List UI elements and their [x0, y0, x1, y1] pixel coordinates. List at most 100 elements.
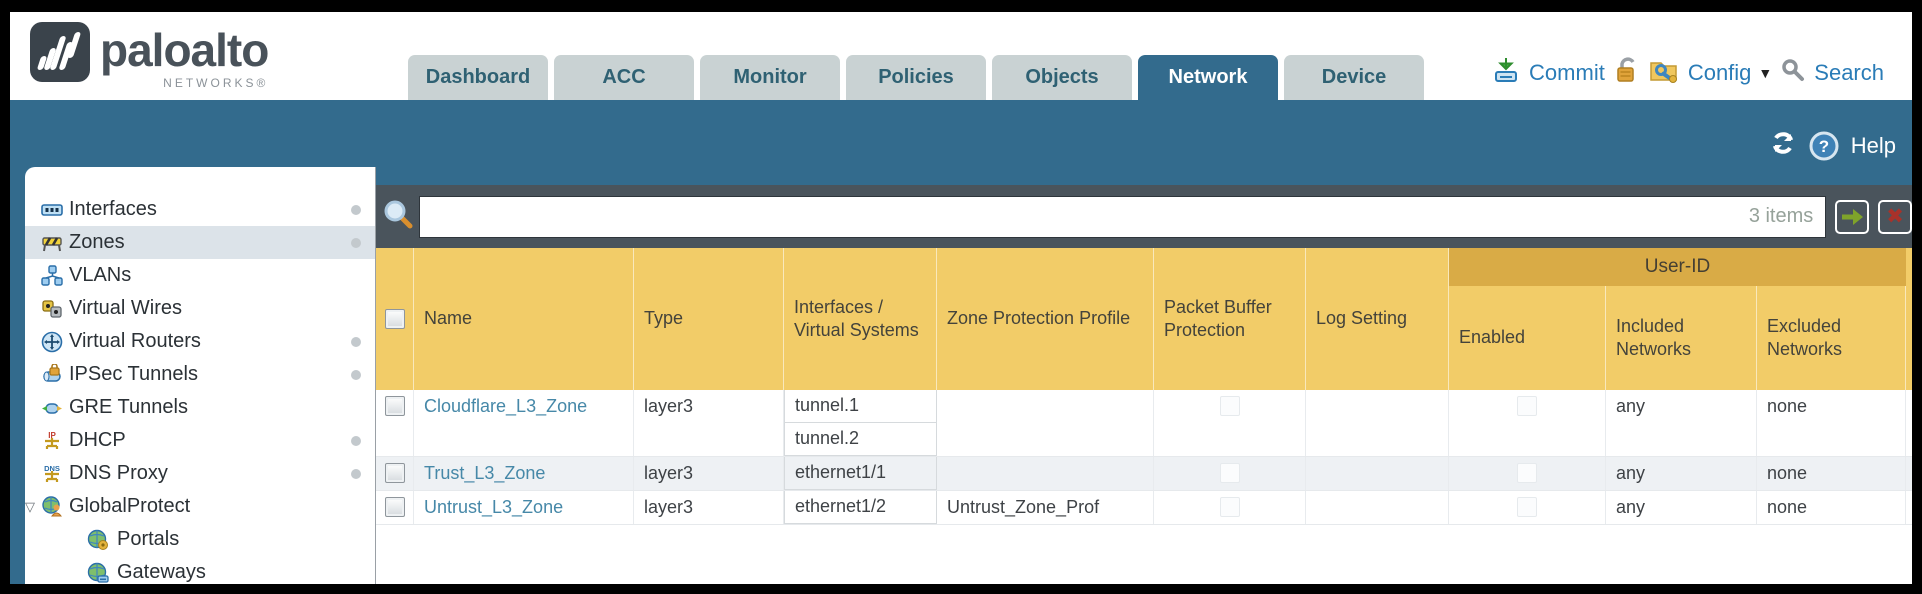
lock-icon[interactable]	[1614, 56, 1640, 90]
column-header-type[interactable]: Type	[634, 248, 784, 390]
clear-filter-button[interactable]: ✖	[1878, 199, 1912, 234]
column-header-zone-protection-profile[interactable]: Zone Protection Profile	[937, 248, 1154, 390]
sidebar-item-virtual-routers[interactable]: Virtual Routers	[25, 325, 375, 358]
row-checkbox[interactable]	[384, 396, 405, 416]
column-header-enabled[interactable]: Enabled	[1449, 286, 1606, 390]
zone-name-cell: Untrust_L3_Zone	[414, 491, 634, 524]
sidebar-item-label: Zones	[69, 231, 125, 253]
log-setting-cell	[1306, 390, 1449, 456]
included-networks-cell: any	[1606, 390, 1757, 456]
column-header-included-networks[interactable]: Included Networks	[1606, 286, 1757, 390]
enabled-checkbox	[1517, 396, 1537, 416]
column-header-excluded-networks[interactable]: Excluded Networks	[1757, 286, 1906, 390]
log-setting-cell	[1306, 491, 1449, 524]
zone-type-value: layer3	[644, 463, 694, 483]
status-dot	[351, 369, 361, 380]
search-button[interactable]: Search	[1814, 60, 1884, 85]
zone-name-link[interactable]: Cloudflare_L3_Zone	[424, 396, 588, 416]
zone-name-link[interactable]: Trust_L3_Zone	[424, 463, 546, 483]
logo-brand-text: paloalto	[100, 24, 269, 76]
sidebar-item-dns-proxy[interactable]: DNS DNS Proxy	[25, 457, 375, 490]
filter-search-icon[interactable]	[383, 199, 413, 234]
zone-name-link[interactable]: Untrust_L3_Zone	[424, 497, 564, 517]
svg-text:?: ?	[1819, 137, 1829, 156]
dhcp-icon: IP	[41, 430, 63, 452]
column-header-log-setting[interactable]: Log Setting	[1306, 248, 1449, 390]
refresh-icon[interactable]	[1769, 130, 1797, 162]
included-networks-value: any	[1616, 463, 1646, 483]
excluded-networks-value: none	[1767, 463, 1808, 483]
sidebar-item-virtual-wires[interactable]: Virtual Wires	[25, 292, 375, 325]
tab-device[interactable]: Device	[1284, 55, 1424, 100]
sidebar-item-gateways[interactable]: Gateways	[25, 556, 375, 584]
help-label[interactable]: Help	[1850, 133, 1896, 158]
sidebar-item-label: Interfaces	[69, 198, 157, 220]
packet-buffer-protection-cell	[1154, 491, 1306, 524]
gateways-icon	[87, 562, 109, 584]
packet-buffer-checkbox	[1219, 463, 1240, 483]
interface-value: ethernet1/2	[785, 491, 936, 524]
expander-icon[interactable]: ▽	[25, 498, 35, 514]
zone-protection-profile-cell	[937, 457, 1154, 490]
sidebar-item-vlans[interactable]: VLANs	[25, 259, 375, 292]
column-header-name[interactable]: Name	[414, 248, 634, 390]
sidebar-item-label: Virtual Routers	[69, 330, 201, 352]
tab-dashboard[interactable]: Dashboard	[408, 55, 548, 100]
sidebar-item-label: DNS Proxy	[69, 462, 168, 484]
row-checkbox[interactable]	[384, 497, 405, 517]
sidebar-item-zones[interactable]: Zones	[25, 226, 375, 259]
select-all-checkbox[interactable]	[384, 309, 405, 329]
row-select-cell	[376, 390, 414, 456]
status-dot	[351, 435, 361, 446]
commit-button[interactable]: Commit	[1529, 60, 1605, 85]
config-caret-icon[interactable]: ▼	[1758, 65, 1773, 81]
vlans-icon	[41, 264, 63, 287]
help-icon[interactable]: ?	[1809, 131, 1839, 161]
sidebar-item-portals[interactable]: Portals	[25, 523, 375, 556]
config-menu[interactable]: Config	[1687, 60, 1752, 85]
sidebar-item-label: VLANs	[69, 264, 132, 286]
tab-monitor[interactable]: Monitor	[700, 55, 840, 100]
sidebar-item-label: GRE Tunnels	[69, 396, 188, 418]
packet-buffer-protection-cell	[1154, 457, 1306, 490]
zone-protection-profile-cell: Untrust_Zone_Prof	[937, 491, 1154, 524]
column-header-interfaces-virtual-systems[interactable]: Interfaces / Virtual Systems	[784, 248, 937, 390]
row-select-cell	[376, 457, 414, 490]
row-checkbox[interactable]	[384, 463, 405, 483]
tab-network[interactable]: Network	[1138, 55, 1278, 100]
tab-acc[interactable]: ACC	[554, 55, 694, 100]
user-id-group-header: User-ID	[1449, 248, 1906, 286]
sidebar-item-ipsec-tunnels[interactable]: IPSec Tunnels	[25, 358, 375, 391]
left-strip	[10, 100, 25, 584]
tab-objects[interactable]: Objects	[992, 55, 1132, 100]
paloalto-logo-icon	[30, 22, 90, 82]
svg-text:DNS: DNS	[44, 464, 60, 473]
sidebar-item-interfaces[interactable]: Interfaces	[25, 193, 375, 226]
status-dot	[351, 468, 361, 479]
sidebar-item-label: Virtual Wires	[69, 297, 182, 319]
zone-type-value: layer3	[644, 396, 694, 416]
filter-input[interactable]: 3 items	[419, 195, 1827, 238]
apply-filter-button[interactable]	[1835, 199, 1870, 234]
interface-value: tunnel.2	[785, 423, 936, 456]
commit-icon[interactable]	[1492, 56, 1520, 90]
column-header-packet-buffer-protection[interactable]: Packet Buffer Protection	[1154, 248, 1306, 390]
sidebar-item-globalprotect[interactable]: ▽GlobalProtect	[25, 490, 375, 523]
excluded-networks-cell: none	[1757, 457, 1906, 490]
status-dot	[351, 237, 361, 248]
config-icon[interactable]	[1649, 56, 1679, 90]
tab-policies[interactable]: Policies	[846, 55, 986, 100]
zone-protection-profile-value: Untrust_Zone_Prof	[947, 497, 1100, 517]
zone-type-cell: layer3	[634, 457, 784, 490]
sidebar-item-gre-tunnels[interactable]: GRE Tunnels	[25, 391, 375, 424]
search-icon[interactable]	[1781, 58, 1805, 88]
